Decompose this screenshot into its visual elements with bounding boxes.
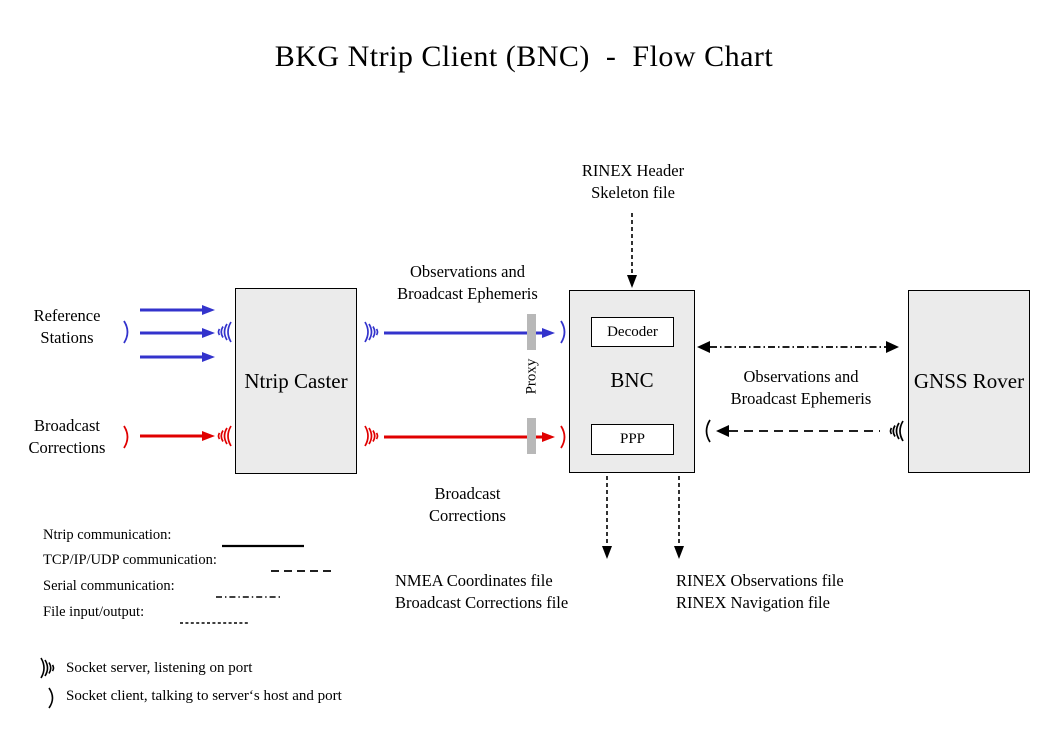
socket-client-icon: [121, 319, 134, 345]
socket-server-icon: [362, 422, 384, 450]
node-gnss-rover[interactable]: GNSS Rover: [908, 290, 1030, 473]
node-ntrip-caster[interactable]: Ntrip Caster: [235, 288, 357, 474]
legend-file-io-line: [180, 612, 248, 630]
legend-file-io-label: File input/output:: [43, 604, 145, 620]
legend-tcpip-line: [271, 560, 336, 578]
ref-station-arrow-2: [140, 326, 216, 344]
rinex-output-label: RINEX Observations file RINEX Navigation…: [676, 571, 844, 612]
legend-ntrip-line: [222, 535, 304, 553]
ref-station-arrow-1: [140, 303, 216, 321]
proxy-label: Proxy: [523, 358, 540, 395]
legend-serial-line: [216, 586, 283, 604]
broadcast-corrections-source-label: Broadcast Corrections: [28, 416, 106, 457]
page-title: BKG Ntrip Client (BNC) - Flow Chart: [274, 40, 774, 73]
broadcast-corrections-mid-label: Broadcast Corrections: [429, 484, 506, 525]
socket-client-icon: [121, 424, 134, 450]
proxy-label-wrap: Proxy: [500, 359, 564, 395]
node-ppp[interactable]: PPP: [591, 424, 674, 455]
reference-stations-label: Reference Stations: [33, 306, 101, 347]
ntrip-corrections-arrow: [384, 430, 556, 448]
broadcast-corrections-arrow: [140, 429, 216, 447]
node-bnc-label: BNC: [610, 368, 654, 392]
nmea-output-label: NMEA Coordinates file Broadcast Correcti…: [395, 571, 569, 612]
socket-server-icon: [884, 417, 906, 445]
tcpip-rover-arrow: [716, 424, 880, 443]
node-ntrip-caster-label: Ntrip Caster: [244, 368, 348, 393]
legend-socket-client-label: Socket client, talking to server‘s host …: [66, 688, 342, 704]
socket-server-icon: [362, 318, 384, 346]
socket-server-icon: [212, 318, 234, 346]
ntrip-obs-arrow: [384, 326, 556, 344]
ref-station-arrow-3: [140, 350, 216, 368]
legend-tcpip-label: TCP/IP/UDP communication:: [43, 552, 217, 568]
rinex-skeleton-arrow: [625, 213, 639, 294]
observations-ephemeris-label: Observations and Broadcast Ephemeris: [397, 262, 538, 303]
legend-socket-server-label: Socket server, listening on port: [66, 660, 253, 676]
rinex-output-arrow: [672, 476, 686, 565]
proxy-bar-upper: [527, 314, 536, 350]
proxy-bar-lower: [527, 418, 536, 454]
socket-client-icon: [700, 418, 713, 444]
socket-server-icon: [38, 655, 60, 681]
rinex-header-skeleton-label: RINEX Header Skeleton file: [581, 161, 685, 202]
node-ppp-label: PPP: [619, 431, 646, 447]
serial-bidirectional-arrow: [697, 340, 899, 359]
node-decoder[interactable]: Decoder: [591, 317, 674, 347]
node-decoder-label: Decoder: [607, 323, 658, 340]
nmea-output-arrow: [600, 476, 614, 565]
legend-serial-label: Serial communication:: [43, 578, 175, 594]
legend-ntrip-label: Ntrip communication:: [43, 527, 172, 543]
socket-client-icon: [558, 319, 571, 345]
socket-client-icon: [558, 424, 571, 450]
observations-ephemeris-right-label: Observations and Broadcast Ephemeris: [730, 367, 872, 408]
socket-server-icon: [212, 422, 234, 450]
node-gnss-rover-label: GNSS Rover: [913, 369, 1025, 394]
socket-client-icon: [46, 686, 59, 710]
